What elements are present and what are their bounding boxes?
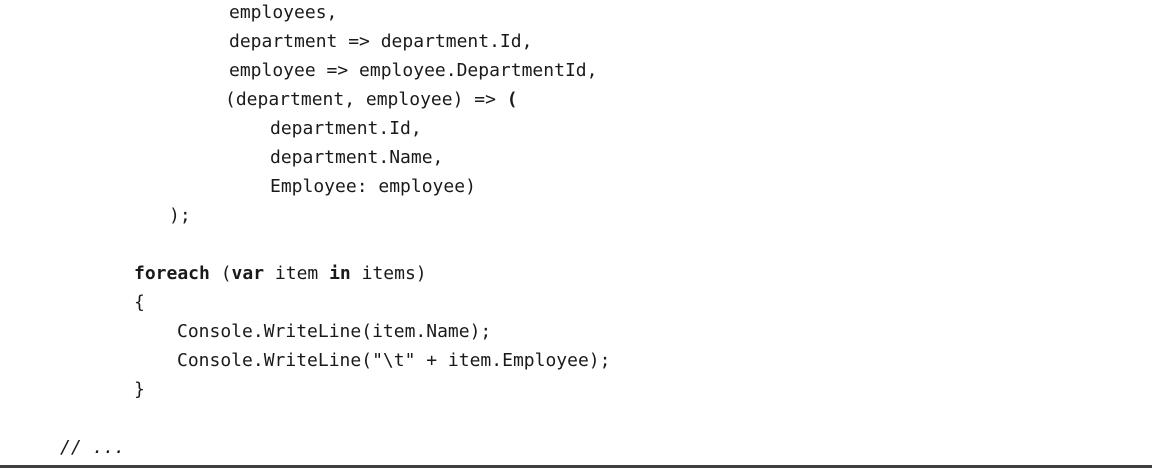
code-line: { (134, 288, 1152, 317)
code-token: department.Name, (270, 147, 444, 168)
code-token: employee => employee.DepartmentId, (229, 60, 598, 81)
code-snippet: employees, department => department.Id, em… (0, 0, 1152, 462)
code-token: items) (350, 263, 427, 284)
code-token: Console.WriteLine(item.Name); (177, 321, 492, 342)
code-token: item (264, 263, 330, 284)
code-line: ); (169, 201, 1152, 230)
code-line: department.Name, (270, 143, 1152, 172)
code-line: employee => employee.DepartmentId, (229, 56, 1152, 85)
code-token: ); (169, 205, 191, 226)
code-line: } (134, 375, 1152, 404)
page-bottom-rule (0, 465, 1152, 468)
code-line: foreach (var item in items) (134, 259, 1152, 288)
code-line: department.Id, (270, 114, 1152, 143)
code-line (0, 230, 1152, 259)
code-token: foreach (134, 263, 210, 284)
code-line: Employee: employee) (270, 172, 1152, 201)
code-token: department.Id, (270, 118, 422, 139)
code-token: ( (209, 263, 232, 284)
code-line: employees, (229, 0, 1152, 27)
code-line: department => department.Id, (229, 27, 1152, 56)
code-token: { (134, 292, 145, 313)
code-token: employees, (229, 2, 338, 23)
code-line: Console.WriteLine(item.Name); (177, 317, 1152, 346)
code-token: Console.WriteLine("\t" + item.Employee); (177, 350, 611, 371)
code-token: department => department.Id, (229, 31, 533, 52)
code-line (0, 404, 1152, 433)
code-token: (department, employee) => (225, 89, 507, 110)
code-token: ( (506, 89, 518, 110)
code-token: Employee: employee) (270, 176, 476, 197)
code-token: // ... (60, 437, 126, 458)
code-token: in (329, 263, 351, 284)
code-line: // ... (60, 433, 1152, 462)
code-line: Console.WriteLine("\t" + item.Employee); (177, 346, 1152, 375)
code-token: } (134, 379, 145, 400)
code-token: var (231, 263, 265, 284)
code-line: (department, employee) => ( (225, 85, 1152, 114)
